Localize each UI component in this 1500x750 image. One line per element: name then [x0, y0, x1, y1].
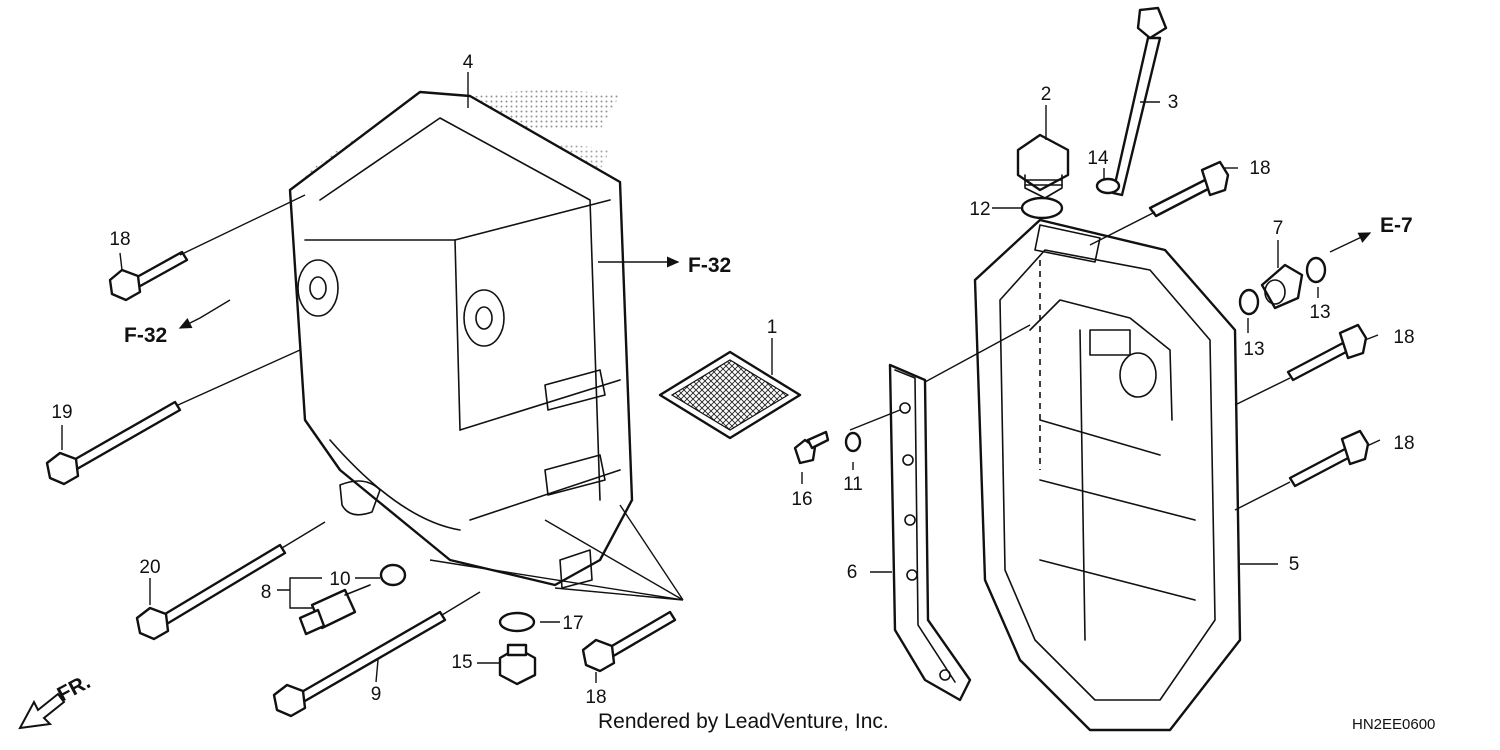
render-credit: Rendered by LeadVenture, Inc.	[598, 710, 889, 733]
callout-6: 6	[847, 562, 858, 583]
callout-19: 19	[51, 402, 72, 423]
callout-2: 2	[1041, 84, 1052, 105]
callout-15: 15	[451, 652, 472, 673]
drain-bolt-part-15[interactable]	[498, 643, 537, 686]
diagram-code: HN2EE0600	[1352, 716, 1436, 733]
case-housing-part-5[interactable]	[973, 218, 1242, 732]
callout-18-mid: 18	[1393, 327, 1414, 348]
washer-part-11[interactable]	[844, 431, 862, 453]
callout-17: 17	[562, 613, 583, 634]
callout-16: 16	[791, 489, 812, 510]
washer-part-13-b[interactable]	[1305, 256, 1327, 284]
case-cover-part-4[interactable]	[288, 90, 634, 589]
callout-12: 12	[969, 199, 990, 220]
reference-arrows	[178, 232, 1372, 329]
reference-e7: E-7	[1380, 214, 1413, 237]
washer-part-13-a[interactable]	[1238, 288, 1260, 316]
callout-7: 7	[1273, 218, 1284, 239]
callout-labels: 4 1 2 3 14 12 18 7 13 13 18 18 5 6 11 16…	[51, 52, 1414, 708]
sensor-part-8[interactable]	[298, 584, 371, 636]
plug-part-7[interactable]	[1260, 263, 1304, 310]
bolt-part-18-left[interactable]	[108, 250, 189, 302]
callout-9: 9	[371, 684, 382, 705]
washer-part-14[interactable]	[1095, 177, 1121, 195]
bolt-part-18-mid[interactable]	[1286, 323, 1368, 382]
bolt-part-18-low[interactable]	[1288, 429, 1370, 488]
callout-20: 20	[139, 557, 160, 578]
washer-part-17[interactable]	[498, 611, 536, 633]
callout-13-left: 13	[1243, 339, 1264, 360]
reference-f32-left: F-32	[124, 324, 167, 347]
callout-11: 11	[843, 474, 863, 495]
oil-filler-cap-part-2[interactable]	[1016, 133, 1070, 199]
o-ring-part-12[interactable]	[1020, 196, 1064, 220]
callout-18-left: 18	[109, 229, 130, 250]
arrow-down-left-icon	[18, 692, 66, 730]
filter-screen-part-1[interactable]	[658, 350, 802, 440]
bolt-part-20[interactable]	[135, 543, 287, 641]
bolt-part-18-top[interactable]	[1148, 160, 1230, 218]
callout-14: 14	[1087, 148, 1109, 169]
bolt-part-9[interactable]	[272, 610, 447, 718]
callout-1: 1	[767, 317, 778, 338]
callout-18-low: 18	[1393, 433, 1414, 454]
bolt-part-19[interactable]	[45, 400, 182, 486]
dipstick-part-3[interactable]	[1111, 6, 1168, 197]
callout-18-top: 18	[1249, 158, 1270, 179]
callout-4: 4	[463, 52, 474, 73]
callout-3: 3	[1168, 92, 1179, 113]
callout-5: 5	[1289, 554, 1300, 575]
reference-f32-right: F-32	[688, 254, 731, 277]
callout-8: 8	[261, 582, 272, 603]
bolt-part-18-bottom[interactable]	[581, 610, 677, 673]
gasket-part-6[interactable]	[888, 363, 972, 702]
bolt-part-16[interactable]	[793, 430, 830, 465]
callout-18-bottom: 18	[585, 687, 606, 708]
washer-part-10[interactable]	[379, 563, 407, 587]
callout-13-right: 13	[1309, 302, 1330, 323]
leader-lines	[61, 72, 1381, 683]
callout-10: 10	[329, 569, 350, 590]
